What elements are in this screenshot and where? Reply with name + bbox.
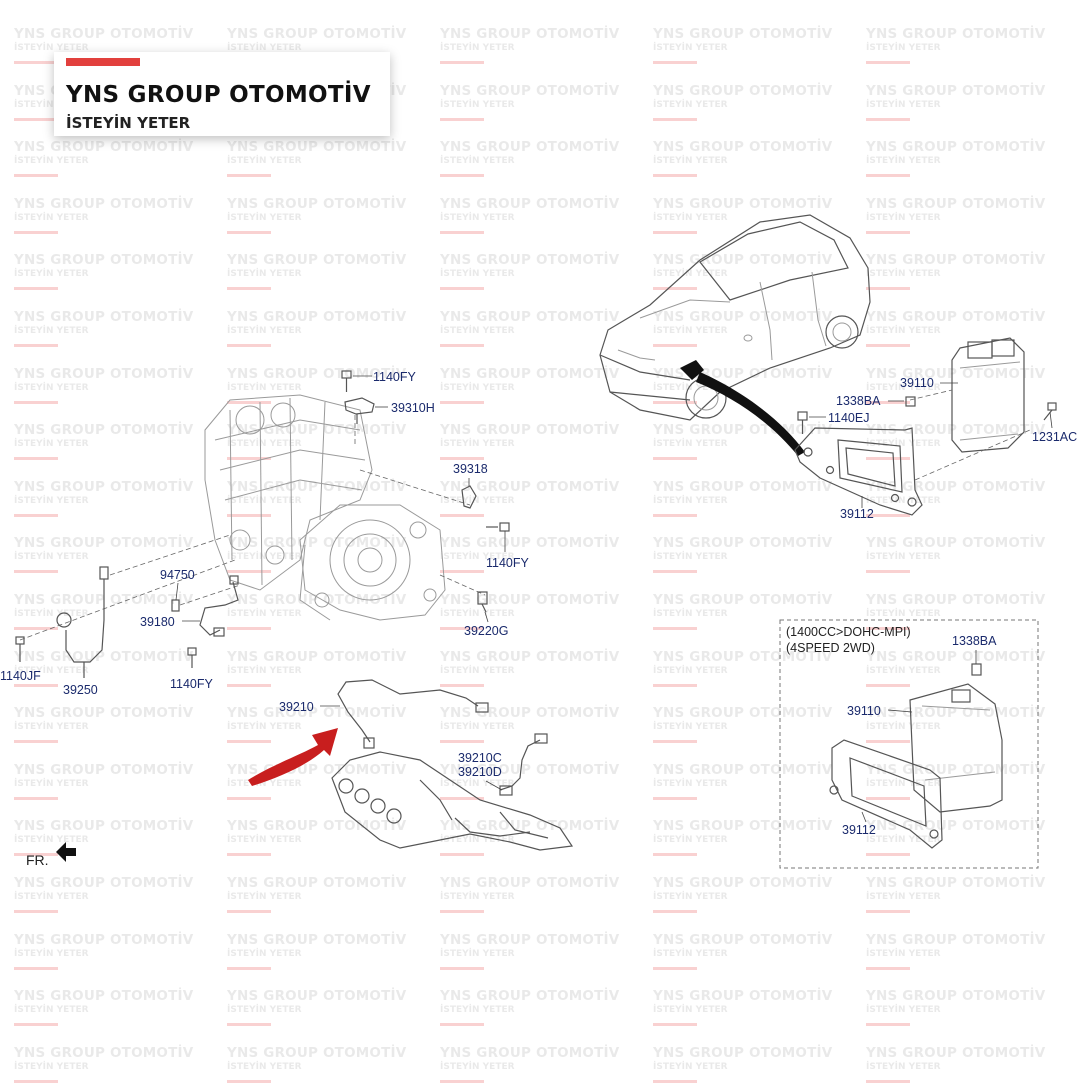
label-1140fy-bottom: 1140FY <box>170 677 214 691</box>
sensor-wire-39180 <box>199 575 239 637</box>
o2-sensor-wire-39210 <box>337 679 489 749</box>
label-1140fy-right: 1140FY <box>486 556 530 570</box>
label-front-direction: FR. <box>26 852 49 868</box>
watermark-accent-bar <box>14 1079 58 1083</box>
label-39110-top: 39110 <box>900 376 934 390</box>
ecu-module-39110-top <box>951 337 1025 453</box>
label-1140ej: 1140EJ <box>828 411 869 425</box>
nut-1338ba-top <box>905 396 916 407</box>
label-1140jf: 1140JF <box>0 669 41 683</box>
brand-name: YNS GROUP OTOMOTİV <box>66 82 371 108</box>
alignment-line <box>914 429 1031 481</box>
bracket-39112-box <box>829 739 943 849</box>
watermark-accent-bar <box>866 1079 910 1083</box>
brand-accent-bar <box>66 58 140 66</box>
sensor-39220g <box>477 591 488 613</box>
label-39220g: 39220G <box>464 624 508 638</box>
watermark-accent-bar <box>440 1079 484 1083</box>
variant-group-box <box>779 619 1039 869</box>
knock-sensor-94750 <box>171 599 180 612</box>
bracket-39112-top <box>794 427 923 516</box>
label-1338ba-top: 1338BA <box>836 394 881 408</box>
brand-badge: YNS GROUP OTOMOTİV İSTEYİN YETER <box>54 52 390 136</box>
front-arrow-icon <box>56 842 76 862</box>
ecu-module-39110-box <box>909 683 1003 813</box>
location-pointer-arrow <box>696 372 805 456</box>
watermark-accent-bar <box>653 1079 697 1083</box>
label-39210d: 39210D <box>458 765 502 779</box>
lead-line <box>887 709 913 713</box>
lead-line <box>861 811 867 823</box>
alignment-line <box>19 559 236 641</box>
engine-assembly <box>204 394 446 621</box>
label-1231ac: 1231AC <box>1032 430 1077 444</box>
bolt-1140fy-bottom <box>187 647 197 668</box>
alignment-line <box>909 389 953 401</box>
label-39112-box: 39112 <box>842 823 876 837</box>
label-39180: 39180 <box>140 615 175 629</box>
label-39112-top: 39112 <box>840 507 874 521</box>
label-1338ba-box: 1338BA <box>952 634 997 648</box>
lead-line <box>1049 411 1053 429</box>
vehicle-illustration <box>599 214 871 421</box>
o2-sensor-wire-39210c <box>499 733 548 796</box>
bolt-1140fy-right <box>486 522 510 532</box>
label-39210c: 39210C <box>458 751 502 765</box>
brand-tagline: İSTEYİN YETER <box>66 114 191 132</box>
label-39250: 39250 <box>63 683 98 697</box>
bolt-1231ac <box>1043 402 1057 421</box>
alignment-line <box>179 584 241 606</box>
label-39210: 39210 <box>279 700 314 714</box>
alignment-line <box>359 469 471 506</box>
oxygen-sensor-39250 <box>56 566 109 678</box>
label-39110-box: 39110 <box>847 704 881 718</box>
pointer-arrow-red <box>248 728 338 786</box>
nut-1338ba-box <box>971 663 982 676</box>
lead-line <box>484 611 489 623</box>
label-39310h: 39310H <box>391 401 435 415</box>
label-39318: 39318 <box>453 462 488 476</box>
label-1140fy-top: 1140FY <box>373 370 417 384</box>
alignment-line <box>109 534 231 576</box>
crank-sensor-39318 <box>461 485 477 509</box>
bolt-1140jf <box>15 636 25 662</box>
label-94750: 94750 <box>160 568 195 582</box>
bolt-1140fy-top <box>341 370 352 392</box>
variant-note-line1: (1400CC>DOHC-MPI) <box>786 625 911 639</box>
cam-position-sensor-39310h <box>344 397 375 424</box>
variant-note-line2: (4SPEED 2WD) <box>786 641 875 655</box>
exhaust-manifold <box>331 751 574 851</box>
lead-line <box>485 780 503 791</box>
bolt-1140ej <box>797 411 808 434</box>
watermark-accent-bar <box>227 1079 271 1083</box>
lead-line <box>175 582 179 601</box>
